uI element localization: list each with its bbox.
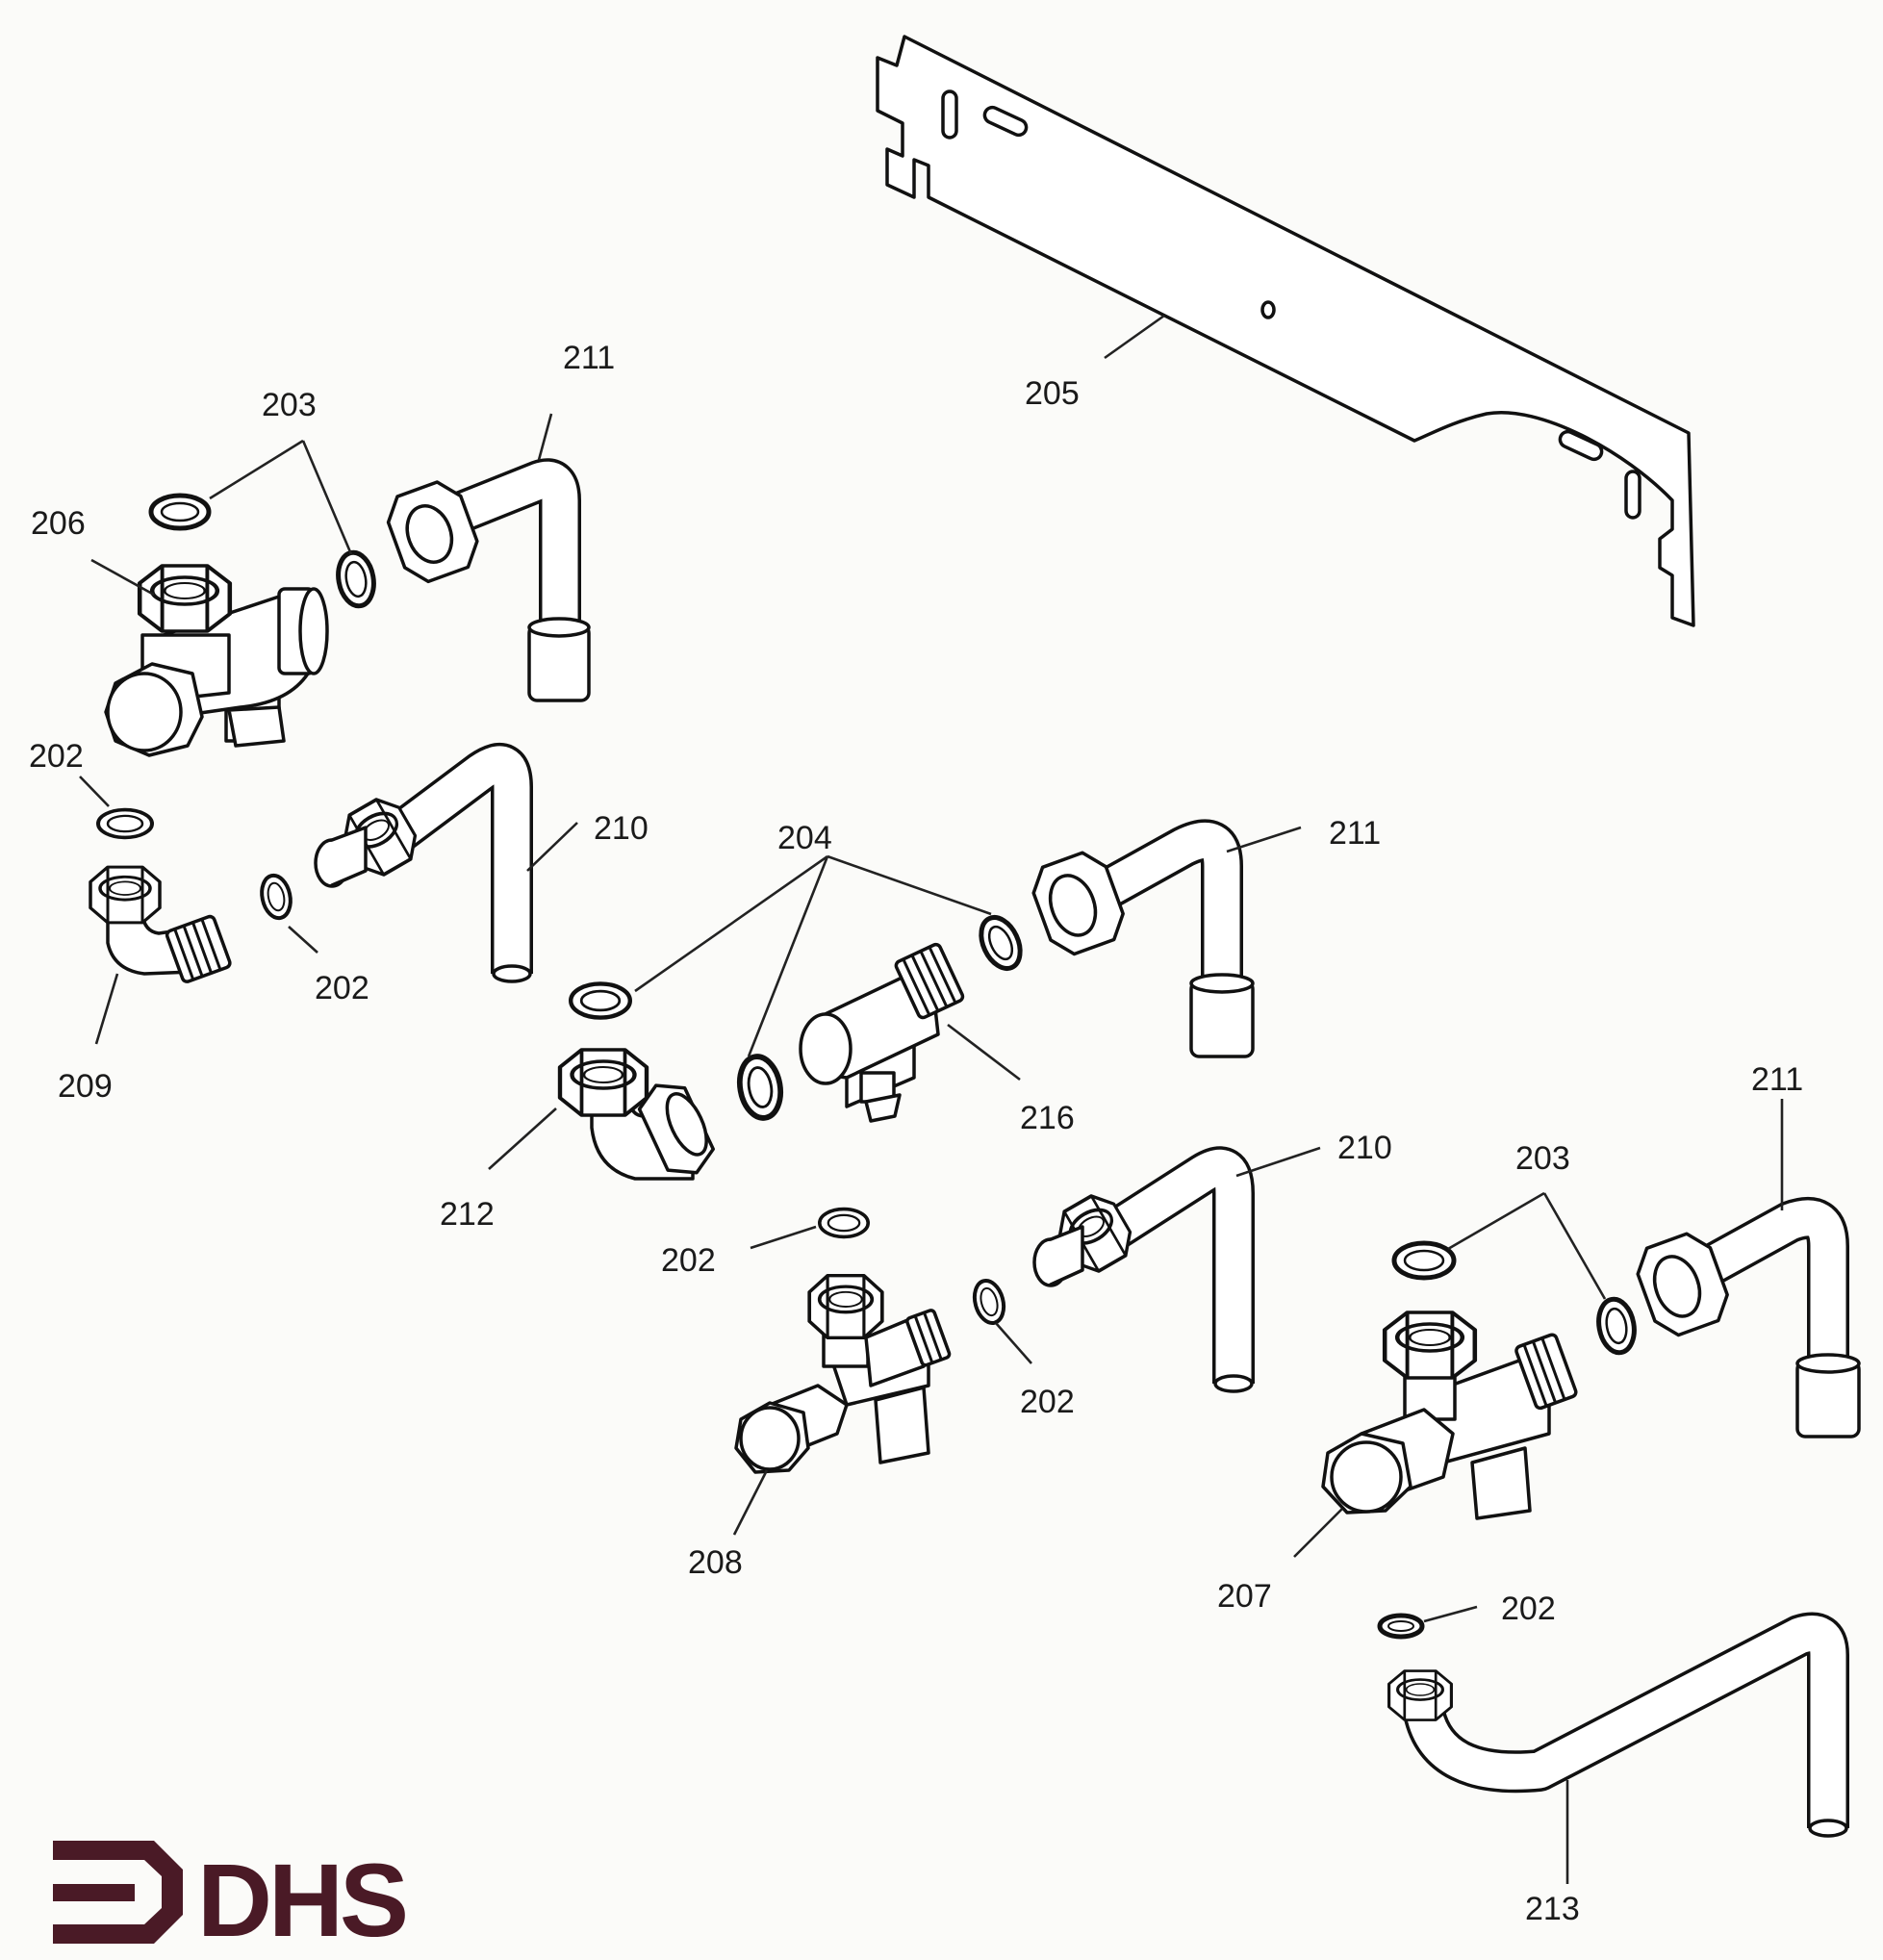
callout-216: 216 [1020,1100,1075,1136]
washer-204-upper [571,983,630,1017]
washer-202-left [96,807,154,840]
callout-203-lower: 203 [1515,1140,1570,1177]
dhs-logo-arrow-icon [53,1841,183,1944]
callout-208: 208 [688,1544,743,1581]
seal-203-top-right [334,549,377,608]
seal-203-lower-right [1594,1296,1638,1355]
elbow-pipe-211-lower [1636,1197,1861,1438]
callout-203-top: 203 [262,387,317,423]
callout-211-top: 211 [563,340,615,376]
callout-213: 213 [1525,1891,1580,1927]
callout-210-left: 210 [594,810,649,847]
callout-209: 209 [58,1068,113,1105]
seal-202-left-middle [258,873,293,921]
adapter-valve-216 [799,942,965,1123]
callout-205: 205 [1025,375,1080,412]
drain-pipe-213 [1387,1612,1849,1838]
washer-204-lower [735,1054,785,1122]
mounting-bracket-205 [876,35,1695,627]
callout-210-lower: 210 [1337,1130,1392,1166]
dhs-logo: DHS [53,1841,409,1958]
callout-202-bottom: 202 [1501,1591,1556,1627]
bent-pipe-210-lower [1032,1146,1255,1393]
callout-211-centre: 211 [1329,815,1381,852]
service-valve-206 [104,566,329,757]
seal-203-top-left [148,493,212,531]
washer-202-lower-centre [817,1207,871,1239]
callout-204: 204 [777,820,832,856]
elbow-union-212 [560,1050,715,1181]
callout-202-lower-centre-left: 202 [661,1242,716,1279]
dhs-logo-text: DHS [197,1842,405,1958]
service-valve-208 [734,1273,952,1474]
elbow-pipe-211-top [386,458,591,702]
elbow-fitting-209 [89,865,232,983]
elbow-pipe-211-centre [1031,819,1255,1058]
callout-207: 207 [1217,1578,1272,1615]
callout-212: 212 [440,1196,495,1233]
leader-lines [79,314,1784,1884]
callout-206: 206 [31,505,86,542]
seal-204-right [974,911,1028,975]
callout-202-upper-left: 202 [29,738,84,775]
callout-202-middle-left: 202 [315,970,369,1006]
bent-pipe-210-left [314,743,533,983]
service-valve-207 [1321,1312,1578,1520]
washer-202-bottom [1377,1613,1425,1640]
callout-202-lower-centre-right: 202 [1020,1384,1075,1420]
seal-202-lower-centre [970,1278,1007,1327]
seal-203-lower-left [1391,1240,1457,1281]
callout-211-lower: 211 [1751,1061,1803,1098]
